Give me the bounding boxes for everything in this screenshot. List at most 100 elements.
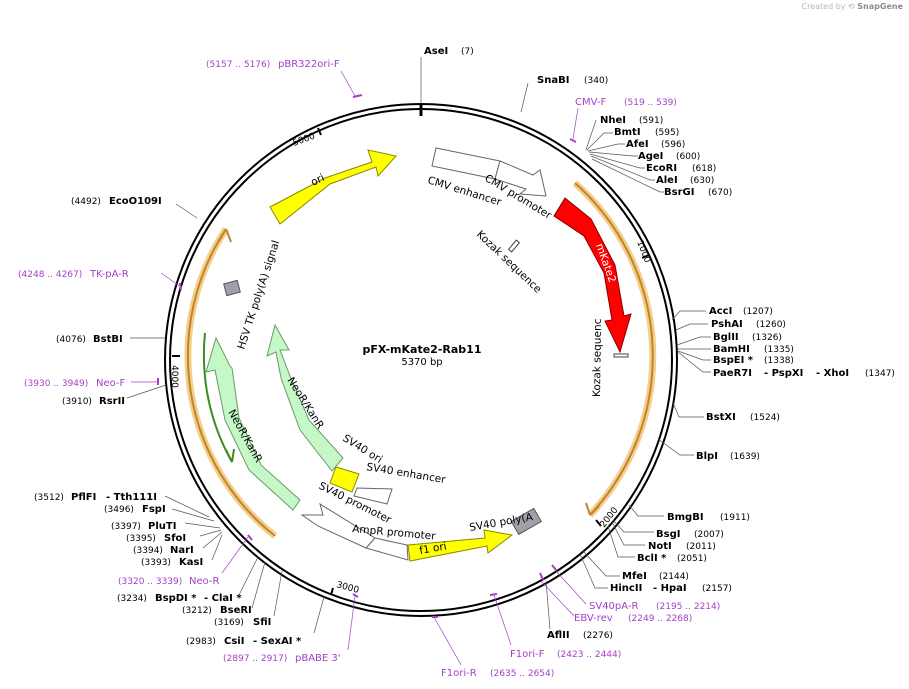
enzyme-pos: (3393) xyxy=(141,558,171,568)
enzyme-pos: (1260) xyxy=(756,320,786,330)
enzyme-pos: (1911) xyxy=(720,513,750,523)
mkate2-feature xyxy=(553,197,632,354)
enzyme-label: NarI xyxy=(170,545,194,556)
sv40-ori-label: SV40 ori xyxy=(340,432,384,466)
snapgene-credit: Created by ⟲ SnapGene xyxy=(801,2,903,11)
enzyme-pos: (600) xyxy=(676,152,700,162)
primer-range: (3320 .. 3339) xyxy=(118,577,182,587)
enzyme-label: SfoI xyxy=(164,533,186,544)
enzyme-pos: (596) xyxy=(661,140,685,150)
enzyme-label: BclI * xyxy=(637,553,667,564)
primer-range: (2423 .. 2444) xyxy=(557,650,621,660)
enzyme-pos: (3910) xyxy=(62,397,92,407)
credit-prefix: Created by xyxy=(801,2,846,11)
enzyme-label: SfiI xyxy=(253,617,271,628)
enzyme-pos: (1639) xyxy=(730,452,760,462)
enzyme-label: CsiI xyxy=(224,636,244,647)
enzyme-label: BstXI xyxy=(706,412,736,423)
ori-feature xyxy=(269,149,397,225)
enzyme-label: - ClaI * xyxy=(204,593,242,604)
enzyme-label: - PspXI xyxy=(764,368,803,379)
hsv-tk-polya-feature xyxy=(223,279,241,297)
primer-range: (2635 .. 2654) xyxy=(490,669,554,679)
primer-range: (519 .. 539) xyxy=(624,98,677,108)
enzyme-pos: (3496) xyxy=(104,505,134,515)
sv40-enhancer-feature xyxy=(353,487,393,505)
enzyme-pos: (2051) xyxy=(677,554,707,564)
enzyme-pos: (3512) xyxy=(34,493,64,503)
sv40-ori-feature xyxy=(329,466,360,493)
enzyme-label: PluTI xyxy=(148,521,176,532)
features xyxy=(205,147,632,562)
sv40-promoter-feature xyxy=(300,502,376,549)
enzyme-label: PshAI xyxy=(711,319,743,330)
enzyme-pos: (670) xyxy=(708,188,732,198)
enzyme-label: BspDI * xyxy=(155,593,197,604)
enzyme-label: NheI xyxy=(600,115,626,126)
tick-4000: 4000 xyxy=(169,365,179,388)
svg-text:f1 ori: f1 ori xyxy=(418,541,447,557)
enzyme-pos: (2011) xyxy=(686,542,716,552)
primer-label: Neo-R xyxy=(189,576,220,587)
primer-range: (4248 .. 4267) xyxy=(18,270,82,280)
credit-brand: SnapGene xyxy=(857,2,903,11)
enzyme-pos: (3169) xyxy=(214,618,244,628)
enzyme-label: AflII xyxy=(547,630,570,641)
enzyme-label: - Tth111I xyxy=(106,492,157,503)
enzyme-label: HincII xyxy=(610,583,642,594)
enzyme-pos: (3234) xyxy=(117,594,147,604)
enzyme-pos: (1347) xyxy=(865,369,895,379)
enzyme-pos: (595) xyxy=(655,128,679,138)
ori-label: ori xyxy=(309,172,327,189)
primer-label: pBR322ori-F xyxy=(278,59,340,70)
f1-ori-feature xyxy=(407,529,514,562)
enzyme-pos: (4492) xyxy=(71,197,101,207)
f1-ori-label: f1 ori xyxy=(418,541,447,557)
orf-arc-neor-green xyxy=(202,332,233,463)
primer-label: CMV-F xyxy=(575,97,606,108)
cmv-promoter-feature xyxy=(494,160,547,197)
primer-range: (5157 .. 5176) xyxy=(206,60,270,70)
orf-arcs xyxy=(184,180,657,539)
enzyme-label: SnaBI xyxy=(537,75,569,86)
plasmid-name: pFX-mKate2-Rab11 xyxy=(363,343,482,356)
enzyme-pos: (2983) xyxy=(186,637,216,647)
enzyme-label: AseI xyxy=(424,46,448,57)
enzyme-label: BspEI * xyxy=(713,355,754,366)
primer-label: Neo-F xyxy=(96,378,126,389)
svg-text:SV40 ori: SV40 ori xyxy=(340,432,384,466)
primer-label: SV40pA-R xyxy=(589,601,638,612)
enzyme-label: RsrII xyxy=(99,396,125,407)
enzyme-pos: (1326) xyxy=(752,333,782,343)
enzyme-label: BmtI xyxy=(614,127,641,138)
enzyme-label: FspI xyxy=(142,504,166,515)
enzyme-leaders xyxy=(126,57,711,634)
enzyme-label: BsgI xyxy=(656,529,680,540)
enzyme-label: AgeI xyxy=(638,151,663,162)
enzyme-label: BseRI xyxy=(220,605,252,616)
primer-markers xyxy=(131,70,587,666)
kozak-marker-2 xyxy=(613,353,629,358)
enzyme-pos: (618) xyxy=(692,164,716,174)
enzyme-pos: (1335) xyxy=(764,345,794,355)
enzyme-label: - HpaI xyxy=(653,583,687,594)
enzyme-pos: (2007) xyxy=(694,530,724,540)
primer-label: F1ori-R xyxy=(441,668,477,679)
enzyme-pos: (2276) xyxy=(583,631,613,641)
kozak-marker-1 xyxy=(507,239,521,253)
enzyme-labels: AseI (7) SnaBI (340) NheI (591) BmtI (59… xyxy=(34,46,895,647)
sv40-polya-feature xyxy=(510,507,542,536)
enzyme-label: KasI xyxy=(179,557,203,568)
enzyme-pos: (2144) xyxy=(659,572,689,582)
enzyme-pos: (3397) xyxy=(111,522,141,532)
enzyme-label: NotI xyxy=(648,541,672,552)
enzyme-label: BmgBI xyxy=(667,512,704,523)
enzyme-label: AfeI xyxy=(626,139,649,150)
tick-5000: 5000 xyxy=(292,131,317,148)
enzyme-pos: (1524) xyxy=(750,413,780,423)
kozak-label-1: Kozak sequence xyxy=(474,228,544,295)
enzyme-pos: (1207) xyxy=(743,307,773,317)
primer-range: (2195 .. 2214) xyxy=(656,602,720,612)
primer-range: (2249 .. 2268) xyxy=(628,614,692,624)
